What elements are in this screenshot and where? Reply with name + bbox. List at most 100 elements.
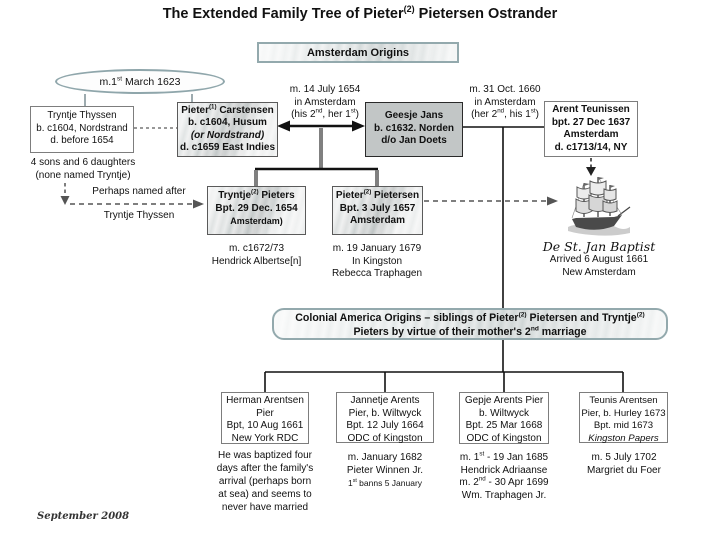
person-box-geesje-jans: Geesje Jans b. c1632. Norden d/o Jan Doe… — [365, 102, 463, 157]
pieter2-to-ship-arrowhead — [547, 196, 558, 206]
spouse-name: Margriet du Foer — [587, 464, 661, 476]
colonial-banner-line1: Colonial America Origins – siblings of P… — [295, 311, 645, 324]
banns-note: 1st banns 5 January — [347, 478, 423, 488]
bio-line: He was baptized four — [218, 450, 312, 461]
marriage-date: m. 19 January 1679 — [332, 243, 422, 254]
marriage-1623-ellipse: m.1st March 1623 — [55, 69, 225, 94]
person-box-arent-teunissen: Arent Teunissen bpt. 27 Dec 1637 Amsterd… — [544, 101, 638, 157]
baptism-info: Bpt. 12 July 1664 — [346, 420, 424, 431]
person-box-gepje-arents: Gepje Arents Pier b. Wiltwyck Bpt. 25 Ma… — [459, 392, 549, 444]
perhaps-named-arrowhead — [193, 199, 204, 209]
baptism-info: Bpt, 10 Aug 1661 — [226, 420, 304, 431]
person-name: Arent Teunissen — [552, 104, 630, 115]
person-box-tryntje-thyssen: Tryntje Thyssen b. c1604, Nordstrand d. … — [30, 106, 134, 153]
pieter2-marriage-note: m. 19 January 1679 In Kingston Rebecca T… — [322, 243, 432, 281]
person-name: Pieter(2) Pietersen — [335, 188, 420, 201]
person-box-teunis-arentsen: Teunis Arentsen Pier, b. Hurley 1673 Bpt… — [579, 392, 668, 444]
person-name: Pieter(1) Carstensen — [181, 103, 274, 116]
ship-sail — [575, 198, 593, 214]
spouse-name: Rebecca Traphagen — [331, 268, 423, 279]
bio-line: at sea) and seems to — [218, 489, 312, 500]
marriage-date: m. c1672/73 — [228, 243, 285, 254]
four-sons-note: 4 sons and 6 daughters (none named Trynt… — [8, 157, 158, 182]
baptism-place: Amsterdam) — [230, 216, 283, 226]
parent-info: d/o Jan Doets — [381, 135, 447, 146]
church-info: New York RDC — [231, 432, 299, 444]
ship-arrival-date: Arrived 6 August 1661 — [549, 254, 649, 265]
marriage-date: m. 5 July 1702 — [591, 452, 657, 463]
amsterdam-origins-banner: Amsterdam Origins — [257, 42, 459, 63]
perhaps-named-label: Perhaps named after — [92, 186, 186, 197]
bio-line: days after the family's — [216, 463, 314, 474]
baptism-info: Bpt. 3 July 1657 — [339, 202, 416, 214]
death-info: d. c1659 East Indies — [179, 142, 276, 154]
ship-flag — [598, 177, 604, 180]
first-marriage-date: m. 1st - 19 Jan 1685 — [459, 450, 549, 463]
marriage-place: In Kingston — [351, 255, 403, 267]
ship-flag — [584, 183, 590, 186]
ship-name: De St. Jan Baptist — [542, 239, 656, 254]
ship-flag — [610, 185, 615, 188]
death-info: d. c1713/14, NY — [554, 141, 628, 153]
person-box-pieter1-carstensen: Pieter(1) Carstensen b. c1604, Husum (or… — [177, 102, 278, 157]
birth-info: Pier, b. Hurley 1673 — [581, 407, 666, 419]
bio-line: never have married — [221, 502, 309, 513]
person-box-herman-arentsen: Herman Arentsen Pier Bpt, 10 Aug 1661 Ne… — [221, 392, 309, 444]
marriage-1623-label: m.1st March 1623 — [99, 75, 181, 88]
marriage-order: (his 2nd, her 1st) — [291, 107, 359, 120]
marriage-arrowhead-left — [277, 120, 290, 132]
ship-hull — [572, 215, 622, 230]
ship-arrival-place: New Amsterdam — [562, 266, 636, 278]
person-name: Tryntje Thyssen — [47, 110, 117, 121]
marriage-date: m. 14 July 1654 — [289, 84, 361, 95]
second-spouse-name: Wm. Traphagen Jr. — [461, 489, 547, 501]
marriage-place: in Amsterdam — [294, 96, 356, 108]
marriage-place: in Amsterdam — [474, 96, 536, 108]
jannetje-marriage-note: m. January 1682 Pieter Winnen Jr. 1st ba… — [330, 452, 440, 490]
spouse-name: Hendrick Albertse[n] — [211, 255, 302, 267]
marriage-arrowhead-right — [352, 120, 365, 132]
marriage-date: m. January 1682 — [347, 452, 423, 463]
baptism-info: bpt. 27 Dec 1637 — [551, 116, 631, 128]
children-note: (none named Tryntje) — [35, 169, 131, 181]
marriage-order: (her 2nd, his 1st) — [471, 107, 539, 120]
death-info: d. before 1654 — [50, 135, 114, 146]
birth-info: b. c1604, Nordstrand — [36, 122, 128, 134]
second-marriage-date: m. 2nd - 30 Apr 1699 — [459, 475, 549, 488]
ship-image — [568, 176, 631, 236]
first-spouse-name: Hendrick Adriaanse — [460, 464, 548, 476]
birth-info: b. c1604, Husum — [188, 117, 267, 129]
teunis-marriage-note: m. 5 July 1702 Margriet du Foer — [577, 452, 671, 477]
herman-biography-note: He was baptized four days after the fami… — [203, 449, 327, 514]
birth-info: Pier, b. Wiltwyck — [348, 407, 422, 419]
baptism-place: Amsterdam — [349, 215, 406, 226]
baptism-place: Amsterdam — [563, 129, 619, 141]
person-box-pieter2-pietersen: Pieter(2) Pietersen Bpt. 3 July 1657 Ams… — [332, 186, 423, 235]
person-box-jannetje-arents: Jannetje Arents Pier, b. Wiltwyck Bpt. 1… — [336, 392, 434, 444]
ship-sail — [603, 188, 617, 201]
arent-to-ship-arrowhead — [586, 167, 596, 176]
amsterdam-origins-label: Amsterdam Origins — [306, 47, 410, 59]
alt-origin: (or Nordstrand) — [190, 129, 265, 141]
tryntje2-marriage-note: m. c1672/73 Hendrick Albertse[n] — [203, 243, 310, 268]
page-title: The Extended Family Tree of Pieter(2) Pi… — [162, 4, 558, 22]
person-name: Geesje Jans — [384, 110, 444, 121]
baptism-info: Bpt. 25 Mar 1668 — [465, 420, 543, 431]
foursons-arrowhead — [60, 196, 70, 205]
source-info: Kingston Papers — [588, 432, 659, 444]
gepje-marriage-note: m. 1st - 19 Jan 1685 Hendrick Adriaanse … — [447, 450, 561, 502]
colonial-america-banner: Colonial America Origins – siblings of P… — [272, 308, 668, 340]
ship-bowsprit — [617, 206, 631, 217]
ship-sail — [602, 200, 618, 213]
marriage-1654-note: m. 14 July 1654 in Amsterdam (his 2nd, h… — [278, 84, 372, 122]
birth-info: b. c1632. Norden — [373, 122, 455, 134]
spouse-name: Pieter Winnen Jr. — [346, 464, 424, 476]
person-name: Jannetje Arents — [350, 395, 420, 406]
colonial-banner-line2: Pieters by virtue of their mother's 2nd … — [353, 324, 587, 338]
person-name: Gepje Arents Pier — [464, 395, 544, 406]
baptism-info: Bpt. mid 1673 — [593, 420, 654, 431]
person-box-tryntje2-pieters: Tryntje(2) Pieters Bpt. 29 Dec. 1654 Ams… — [207, 186, 306, 235]
date-footer: September 2008 — [37, 511, 130, 522]
perhaps-named-note-top: Perhaps named after — [80, 186, 198, 199]
